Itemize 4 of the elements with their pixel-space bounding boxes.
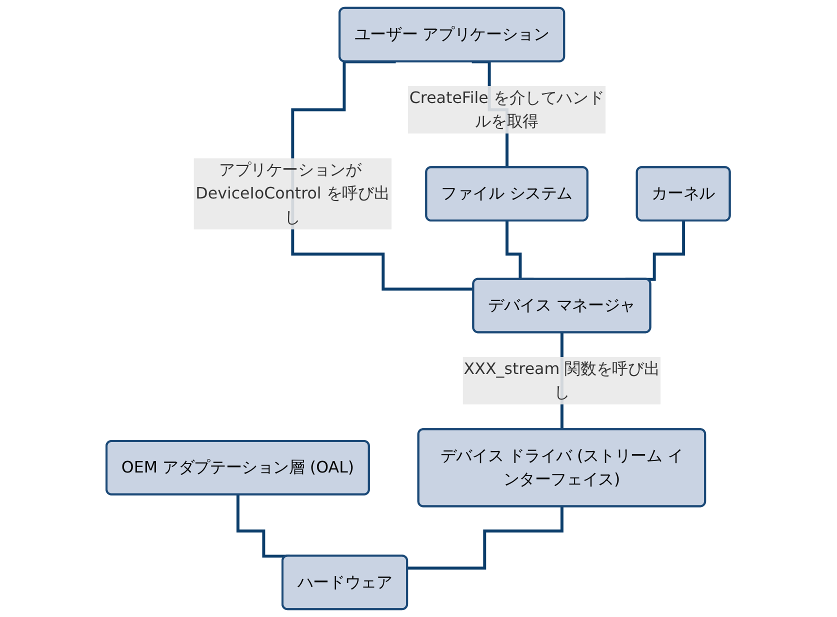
edge-label: XXX_stream 関数を呼び出し (464, 358, 660, 402)
edge-label: アプリケーションが DeviceIoControl を呼び出し (196, 160, 390, 226)
edge-label: CreateFile を介してハンドルを取得 (410, 88, 605, 131)
connector (408, 505, 564, 570)
